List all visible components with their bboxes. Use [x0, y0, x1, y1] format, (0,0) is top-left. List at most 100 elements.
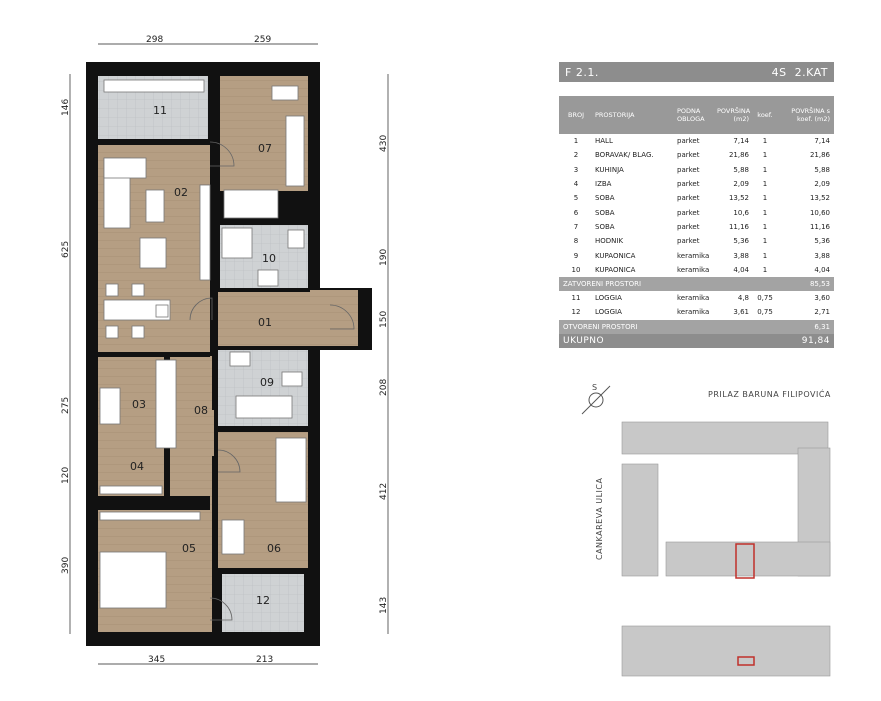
cell-area-coef: 2,71	[814, 308, 830, 317]
cell-room: LOGGIA	[595, 294, 622, 303]
cell-room: SOBA	[595, 222, 615, 231]
cell-no: 4	[573, 180, 579, 189]
cell-area-coef: 7,14	[814, 137, 830, 146]
unit-highlight-elevation	[737, 656, 755, 666]
dim-top-2: 259	[254, 35, 271, 45]
cell-area: 3,61	[733, 308, 749, 317]
dimension-lines	[69, 43, 389, 665]
header-area: POVRŠINA (m2)	[717, 107, 751, 123]
cell-area: 13,52	[728, 194, 749, 203]
cell-room: LOGGIA	[595, 308, 622, 317]
dim-right-3: 150	[379, 311, 389, 328]
cell-floor: keramika	[677, 294, 710, 303]
cell-no: 7	[573, 222, 579, 231]
cell-coef: 1	[762, 194, 768, 203]
table-row: 6 SOBA parket 10,6 1 10,60	[559, 205, 834, 219]
cell-coef: 1	[762, 222, 768, 231]
cell-no: 6	[573, 208, 579, 217]
dim-left-1: 146	[61, 99, 71, 116]
cell-coef: 1	[762, 251, 768, 260]
room-label-03: 03	[132, 398, 146, 411]
dim-right-5: 412	[379, 483, 389, 500]
cell-room: KUPAONICA	[595, 251, 636, 260]
room-label-12: 12	[256, 594, 270, 607]
cell-room: KUHINJA	[595, 165, 624, 174]
cell-floor: parket	[677, 165, 700, 174]
dim-bottom-2: 213	[256, 655, 273, 665]
cell-coef: 1	[762, 265, 768, 274]
cell-floor: parket	[677, 137, 700, 146]
room-label-05: 05	[182, 542, 196, 555]
cell-area-coef: 3,88	[814, 251, 830, 260]
cell-no: 5	[573, 194, 579, 203]
cell-area: 4,8	[737, 294, 749, 303]
cell-no: 2	[573, 151, 579, 160]
dimension-labels: 298 259 345 213 146 625 275 120 390 430 …	[61, 35, 389, 665]
compass: S	[581, 383, 611, 415]
cell-no: 3	[573, 165, 579, 174]
cell-floor: keramika	[677, 308, 710, 317]
room-label-10: 10	[262, 252, 276, 265]
building-blocks	[621, 421, 831, 677]
dim-right-4: 208	[379, 379, 389, 396]
cell-coef: 1	[762, 137, 768, 146]
room-label-01: 01	[258, 316, 272, 329]
cell-no: 9	[573, 251, 579, 260]
cell-floor: parket	[677, 208, 700, 217]
unit-header: F 2.1. 4S 2.KAT	[559, 62, 834, 82]
room-label-07: 07	[258, 142, 272, 155]
cell-coef: 1	[762, 237, 768, 246]
cell-no: 8	[573, 237, 579, 246]
cell-room: SOBA	[595, 208, 615, 217]
cell-area-coef: 5,88	[814, 165, 830, 174]
header-room: PROSTORIJA	[595, 111, 635, 119]
cell-room: IZBA	[595, 180, 612, 189]
cell-area-coef: 5,36	[814, 237, 830, 246]
cell-area: 3,88	[733, 251, 749, 260]
cell-area-coef: 4,04	[814, 265, 830, 274]
cell-area: 7,14	[733, 137, 749, 146]
cell-coef: 1	[762, 208, 768, 217]
unit-name: F 2.1.	[565, 65, 599, 79]
cell-area-coef: 10,60	[809, 208, 830, 217]
cell-coef: 0,75	[757, 294, 773, 303]
dim-top-1: 298	[146, 35, 163, 45]
cell-room: HALL	[595, 137, 613, 146]
street-top-label: PRILAZ BARUNA FILIPOVIĆA	[708, 388, 831, 399]
cell-room: HODNIK	[595, 237, 624, 246]
door-swings	[189, 141, 355, 621]
dim-left-4: 120	[61, 467, 71, 484]
header-no: BROJ	[567, 111, 584, 119]
cell-area: 4,04	[733, 265, 749, 274]
unit-highlight-plan	[735, 543, 755, 579]
room-label-08: 08	[194, 404, 208, 417]
cell-no: 11	[571, 294, 581, 303]
cell-area: 11,16	[728, 222, 749, 231]
unit-meta: 4S 2.KAT	[771, 65, 828, 79]
cell-area: 21,86	[728, 151, 749, 160]
cell-no: 1	[573, 137, 579, 146]
cell-room: KUPAONICA	[595, 265, 636, 274]
cell-floor: parket	[677, 237, 700, 246]
room-label-09: 09	[260, 376, 274, 389]
room-label-02: 02	[174, 186, 188, 199]
dim-bottom-1: 345	[148, 655, 165, 665]
dim-right-6: 143	[379, 597, 389, 614]
cell-floor: parket	[677, 194, 700, 203]
cell-coef: 1	[762, 151, 768, 160]
cell-area: 10,6	[733, 208, 749, 217]
cell-area-coef: 21,86	[809, 151, 830, 160]
table-row: 1 HALL parket 7,14 1 7,14	[559, 134, 834, 148]
